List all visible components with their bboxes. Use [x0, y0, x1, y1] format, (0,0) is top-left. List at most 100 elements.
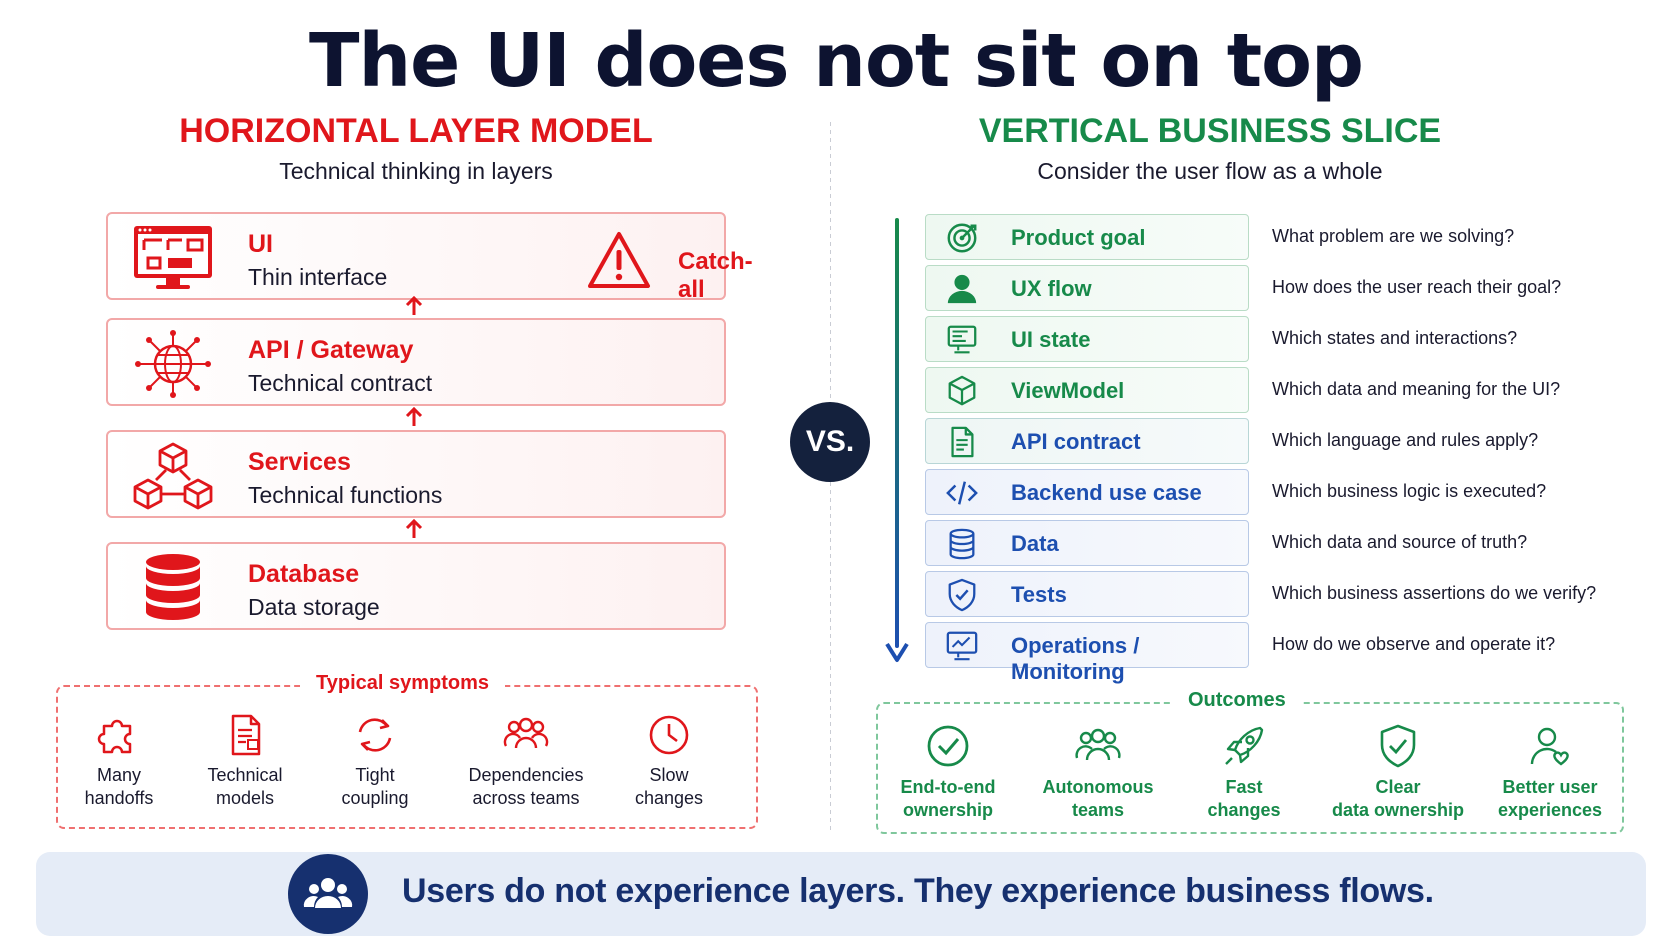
slice-row-question: Which business logic is executed?: [1272, 481, 1547, 501]
slice-row-question: Which language and rules apply?: [1272, 430, 1539, 450]
page-title: The UI does not sit on top: [309, 18, 1364, 104]
slice-row: ViewModel: [925, 367, 1249, 413]
outcome-line2: changes: [1207, 800, 1281, 820]
monitoring-icon: [946, 631, 978, 661]
symptoms-title: Typical symptoms: [300, 672, 506, 695]
cycle-icon: [358, 718, 392, 752]
outcome-line1: Better user: [1502, 777, 1598, 797]
layer-title: UI: [248, 230, 273, 258]
symptom-item: Dependencies across teams: [446, 712, 606, 810]
layer-title: Services: [248, 448, 351, 476]
outcome-line2: data ownership: [1331, 800, 1465, 820]
outcome-line1: Autonomous: [1042, 777, 1154, 797]
symptom-item: Tight coupling: [300, 712, 450, 810]
layer-desc: Technical contract: [248, 370, 433, 396]
outcome-item: Better user experiences: [1470, 722, 1630, 822]
symptom-item: Technical models: [170, 712, 320, 810]
layer-desc: Thin interface: [248, 264, 388, 290]
catch-all-label: Catch-all: [678, 248, 753, 303]
team-icon: [1075, 728, 1121, 761]
document-icon: [231, 714, 261, 756]
outcomes-title: Outcomes: [1172, 689, 1302, 712]
screen-icon: [947, 325, 977, 354]
slice-row-label: Tests: [1011, 582, 1067, 607]
left-subheading: Technical thinking in layers: [279, 158, 553, 184]
slice-row-label: ViewModel: [1011, 378, 1125, 403]
database-icon: [146, 554, 200, 620]
outcome-line1: Clear: [1375, 777, 1421, 797]
slice-row-question: Which states and interactions?: [1272, 328, 1518, 348]
target-icon: [947, 223, 977, 253]
arrow-up-icon: [405, 518, 423, 538]
outcome-item: Autonomous teams: [1018, 722, 1178, 822]
symptom-line1: Dependencies: [468, 765, 584, 785]
outcome-item: Clear data ownership: [1318, 722, 1478, 822]
user-heart-icon: [1530, 727, 1569, 766]
outcome-item: End-to-end ownership: [868, 722, 1028, 822]
user-icon: [947, 274, 977, 304]
symptom-line2: across teams: [472, 788, 580, 808]
outcome-item: Fast changes: [1164, 722, 1324, 822]
symptom-line1: Tight: [355, 765, 395, 785]
database-icon: [949, 528, 975, 560]
slice-row-question: How do we observe and operate it?: [1272, 634, 1556, 654]
symptom-item: Slow changes: [594, 712, 744, 810]
symptom-line2: coupling: [341, 788, 409, 808]
puzzle-icon: [97, 719, 132, 754]
layer-services: Services Technical functions: [106, 430, 726, 518]
monitor-icon: [134, 226, 212, 289]
symptom-line2: handoffs: [84, 788, 154, 808]
contract-icon: [951, 426, 974, 458]
slice-row-label: Backend use case: [1011, 480, 1202, 505]
arrow-up-icon: [405, 406, 423, 426]
flow-line: [895, 218, 899, 648]
layer-ui: UI Thin interface Catch-all: [106, 212, 753, 303]
right-subheading: Consider the user flow as a whole: [1037, 158, 1383, 184]
slice-row-label: UI state: [1011, 327, 1091, 352]
people-icon: [503, 717, 549, 749]
slice-row: API contract: [925, 418, 1249, 464]
cube-icon: [948, 375, 976, 406]
check-circle-icon: [927, 725, 969, 767]
slice-row-question: Which business assertions do we verify?: [1272, 583, 1597, 603]
slice-row-question: How does the user reach their goal?: [1272, 277, 1562, 297]
slice-row: Data: [925, 520, 1249, 566]
warning-icon: [588, 232, 650, 288]
vs-badge: VS.: [790, 402, 870, 482]
outcome-line2: ownership: [902, 800, 993, 820]
slice-row-label: API contract: [1011, 429, 1141, 454]
users-badge: [288, 854, 368, 934]
right-heading: VERTICAL BUSINESS SLICE: [978, 112, 1442, 150]
outcome-line1: Fast: [1225, 777, 1263, 797]
arrow-up-icon: [405, 295, 423, 315]
layer-title: API / Gateway: [248, 336, 414, 364]
code-icon: [946, 481, 978, 505]
slice-row: UX flow: [925, 265, 1249, 311]
slice-row-label: Operations / Monitoring: [1011, 633, 1140, 684]
symptom-line1: Slow: [649, 765, 689, 785]
slice-row: Backend use case: [925, 469, 1249, 515]
users-icon: [303, 878, 353, 908]
shield-icon: [948, 578, 976, 612]
symptom-line1: Many: [96, 765, 141, 785]
slice-row-question: Which data and source of truth?: [1272, 532, 1528, 552]
slice-row: Product goal: [925, 214, 1249, 260]
cubes-icon: [133, 442, 213, 510]
slice-row: Tests: [925, 571, 1249, 617]
left-heading: HORIZONTAL LAYER MODEL: [179, 112, 653, 150]
layer-desc: Data storage: [248, 594, 380, 620]
layer-title: Database: [248, 560, 360, 588]
slice-row-label: UX flow: [1011, 276, 1092, 301]
slice-row-question: Which data and meaning for the UI?: [1272, 379, 1561, 399]
symptom-line1: Technical: [207, 765, 283, 785]
outcome-line1: End-to-end: [900, 777, 996, 797]
slice-row-question: What problem are we solving?: [1272, 226, 1515, 246]
slice-row: UI state: [925, 316, 1249, 362]
outcome-line2: teams: [1071, 800, 1125, 820]
footer-text: Users do not experience layers. They exp…: [402, 872, 1434, 910]
outcome-line2: experiences: [1497, 800, 1603, 820]
arrow-down-icon: [885, 642, 909, 662]
symptom-line2: models: [215, 788, 275, 808]
rocket-icon: [1225, 726, 1264, 765]
symptom-item: Many handoffs: [44, 712, 194, 810]
